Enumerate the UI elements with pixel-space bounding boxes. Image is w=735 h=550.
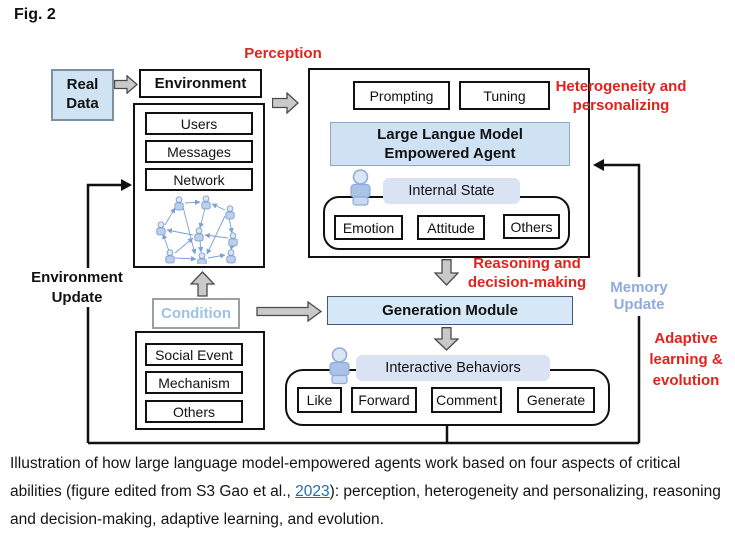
- person-node-icon: [197, 252, 207, 264]
- block-arrow-right-icon: [272, 92, 299, 114]
- caption-text-before: Illustration of how large language model…: [10, 455, 681, 500]
- figure-caption: Illustration of how large language model…: [10, 450, 726, 534]
- prompting-box: Prompting: [353, 81, 450, 110]
- social-network-graph: [156, 195, 238, 264]
- block-arrow-down-icon: [434, 259, 459, 286]
- real-data-box: Real Data: [51, 69, 114, 121]
- comment-box: Comment: [431, 387, 502, 413]
- caption-year-link[interactable]: 2023: [295, 482, 330, 500]
- annotation-memory-update: Memory Update: [601, 277, 677, 316]
- person-node-icon: [165, 249, 175, 264]
- person-node-icon: [226, 249, 236, 264]
- annotation-reasoning: Reasoning and decision-making: [467, 255, 587, 291]
- person-node-icon: [228, 232, 238, 247]
- emotion-box: Emotion: [334, 215, 403, 240]
- others-condition-box: Others: [145, 400, 243, 423]
- annotation-environment-update: Environment Update: [24, 268, 130, 307]
- person-node-icon: [174, 196, 184, 211]
- internal-state-pill: Internal State: [383, 178, 520, 204]
- figure-label: Fig. 2: [14, 6, 56, 23]
- person-node-icon: [194, 227, 204, 242]
- annotation-perception: Perception: [244, 45, 322, 62]
- llm-agent-box: Large Langue Model Empowered Agent: [330, 122, 570, 166]
- users-box: Users: [145, 112, 253, 135]
- annotation-adaptive: Adaptive learning & evolution: [649, 330, 723, 389]
- person-node-icon: [156, 221, 166, 236]
- network-box: Network: [145, 168, 253, 191]
- llm-agent-line2: Empowered Agent: [384, 145, 516, 162]
- person-icon: [329, 347, 350, 385]
- others-state-box: Others: [503, 214, 560, 239]
- person-icon: [350, 169, 371, 206]
- social-event-box: Social Event: [145, 343, 243, 366]
- interactive-behaviors-pill: Interactive Behaviors: [356, 355, 550, 381]
- person-node-icon: [225, 205, 235, 220]
- person-node-icon: [201, 195, 211, 210]
- messages-box: Messages: [145, 140, 253, 163]
- like-box: Like: [297, 387, 342, 413]
- caption-text-after: ): perception, heterogeneity and persona…: [10, 482, 721, 528]
- forward-box: Forward: [351, 387, 417, 413]
- attitude-box: Attitude: [417, 215, 485, 240]
- environment-box: Environment: [139, 69, 262, 98]
- annotation-heterogeneity: Heterogeneity and personalizing: [555, 78, 687, 114]
- block-arrow-right-icon: [256, 301, 323, 322]
- llm-agent-line1: Large Langue Model: [377, 125, 523, 143]
- block-arrow-up-icon: [190, 271, 215, 297]
- condition-box: Condition: [152, 298, 240, 329]
- generate-box: Generate: [517, 387, 595, 413]
- block-arrow-right-icon: [114, 75, 138, 94]
- mechanism-box: Mechanism: [145, 371, 243, 394]
- block-arrow-down-icon: [434, 327, 459, 351]
- generation-module-box: Generation Module: [327, 296, 573, 325]
- tuning-box: Tuning: [459, 81, 550, 110]
